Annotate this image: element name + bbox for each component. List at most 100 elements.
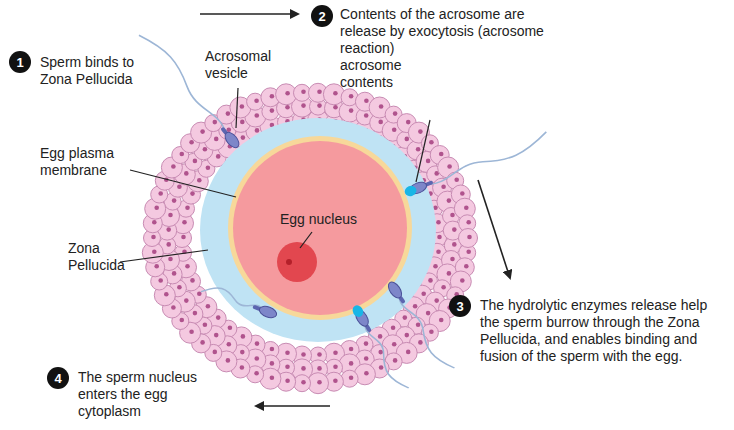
- follicle-nucleus: [378, 120, 383, 125]
- follicle-nucleus: [349, 94, 354, 99]
- follicle-nucleus: [154, 264, 159, 269]
- sperm-tail: [426, 132, 550, 190]
- acrosome: [351, 303, 366, 318]
- follicle-nucleus: [429, 329, 434, 334]
- follicle-nucleus: [364, 98, 369, 103]
- follicle-nucleus: [254, 356, 259, 361]
- follicle-nucleus: [180, 318, 185, 323]
- follicle-nucleus: [190, 278, 195, 283]
- follicle-nucleus: [193, 159, 198, 164]
- follicle-nucleus: [364, 341, 369, 346]
- follicle-nucleus: [171, 305, 176, 310]
- follicle-nucleus: [364, 371, 369, 376]
- follicle-nucleus: [301, 352, 306, 357]
- follicle-nucleus: [228, 325, 233, 330]
- follicle-nucleus: [240, 104, 245, 109]
- follicle-nucleus: [466, 249, 471, 254]
- follicle-nucleus: [464, 264, 469, 269]
- follicle-nucleus: [216, 154, 221, 159]
- follicle-nucleus: [213, 120, 218, 125]
- follicle-nucleus: [333, 105, 338, 110]
- follicle-nucleus: [434, 298, 439, 303]
- follicle-nucleus: [391, 325, 396, 330]
- follicle-nucleus: [349, 375, 354, 380]
- follicle-nucleus: [189, 140, 194, 145]
- follicle-nucleus: [460, 278, 465, 283]
- follicle-nucleus: [216, 315, 221, 320]
- follicle-nucleus: [200, 129, 205, 134]
- follicle-nucleus: [439, 318, 444, 323]
- follicle-nucleus: [254, 98, 259, 103]
- egg-cytoplasm: [233, 141, 407, 315]
- follicle-nucleus: [171, 164, 176, 169]
- follicle-nucleus: [418, 340, 423, 345]
- follicle-nucleus: [349, 108, 354, 113]
- zona-pellucida: [200, 118, 436, 342]
- follicle-nucleus: [333, 364, 338, 369]
- follicle-nucleus: [177, 184, 182, 189]
- follicle-nucleus: [190, 191, 195, 196]
- follicle-nucleus: [203, 147, 208, 152]
- follicle-nucleus: [241, 334, 246, 339]
- follicle-nucleus: [447, 198, 452, 203]
- sperm-tail: [360, 321, 409, 393]
- follicle-nucleus: [393, 111, 398, 116]
- callout-digit: 1: [16, 56, 23, 69]
- follicle-nucleus: [379, 104, 384, 109]
- follicle-nucleus: [158, 191, 163, 196]
- sperm: [385, 280, 456, 374]
- follicle-nucleus: [227, 342, 232, 347]
- follicle-nucleus: [254, 113, 259, 118]
- follicle-nucleus: [226, 358, 231, 363]
- follicle-nucleus: [452, 227, 457, 232]
- follicle-nucleus: [406, 120, 411, 125]
- follicle-nucleus: [285, 378, 290, 383]
- follicle-nucleus: [317, 90, 322, 95]
- follicle-nucleus: [426, 159, 431, 164]
- follicle-nucleus: [301, 90, 306, 95]
- follicle-nucleus: [203, 322, 208, 327]
- follicle-nucleus: [418, 129, 423, 134]
- follicle-nucleus: [416, 147, 421, 152]
- follicle-nucleus: [441, 285, 446, 290]
- follicle-nucleus: [416, 322, 421, 327]
- follicle-nucleus: [185, 264, 190, 269]
- follicle-nucleus: [393, 358, 398, 363]
- follicle-nucleus: [172, 198, 177, 203]
- follicle-nucleus: [333, 350, 338, 355]
- follicle-nucleus: [392, 342, 397, 347]
- callout-number: 1: [9, 51, 31, 73]
- follicle-nucleus: [450, 213, 455, 218]
- callout-number: 4: [47, 367, 69, 389]
- follicle-nucleus: [450, 257, 455, 262]
- sperm-tail: [201, 282, 266, 314]
- follicle-nucleus: [392, 127, 397, 132]
- follicle-nucleus: [378, 334, 383, 339]
- follicle-cell: [294, 375, 311, 392]
- follicle-nucleus: [197, 178, 202, 183]
- follicle-nucleus: [317, 366, 322, 371]
- follicle-cell: [459, 229, 478, 248]
- follicle-nucleus: [349, 347, 354, 352]
- follicle-nucleus: [206, 304, 211, 309]
- follicle-nucleus: [270, 347, 275, 352]
- follicle-nucleus: [270, 94, 275, 99]
- follicle-nucleus: [181, 235, 186, 240]
- follicle-nucleus: [452, 242, 457, 247]
- corona-radiata-cells: [142, 83, 477, 393]
- follicle-nucleus: [226, 111, 231, 116]
- follicle-nucleus: [464, 205, 469, 210]
- follicle-nucleus: [206, 166, 211, 171]
- follicle-nucleus: [406, 350, 411, 355]
- follicle-cell: [341, 370, 358, 387]
- follicle-nucleus: [285, 364, 290, 369]
- follicle-nucleus: [285, 105, 290, 110]
- step-text: The sperm nucleus enters the egg cytopla…: [78, 369, 220, 420]
- sperm-tail: [139, 29, 230, 135]
- callout-number: 2: [311, 5, 333, 27]
- leader-lines: [120, 88, 430, 262]
- follicle-nucleus: [241, 135, 246, 140]
- egg-plasma-membrane: [228, 136, 412, 320]
- follicle-nucleus: [285, 350, 290, 355]
- follicle-nucleus: [317, 380, 322, 385]
